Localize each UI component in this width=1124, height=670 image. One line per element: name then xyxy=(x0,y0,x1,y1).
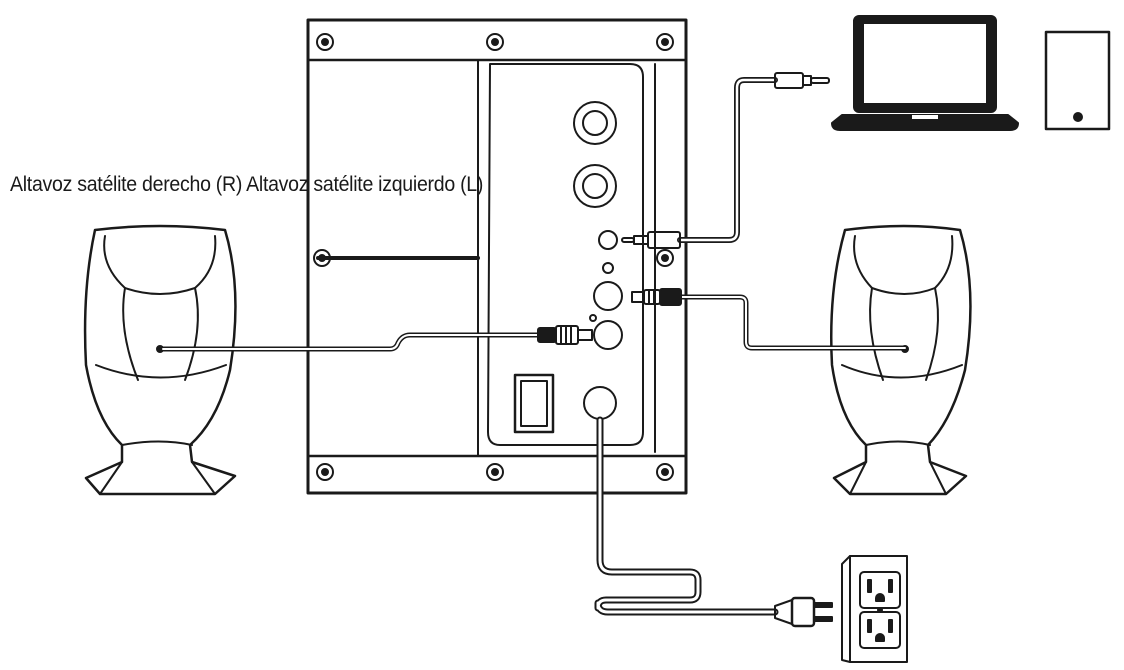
laptop-icon xyxy=(831,15,1019,131)
left-speaker-cable xyxy=(631,288,908,351)
screw-icon xyxy=(313,33,674,481)
speaker-caption: Altavoz satélite derecho (R) Altavoz sat… xyxy=(10,173,484,196)
satellite-speaker-left xyxy=(830,224,972,496)
laptop-audio-cable xyxy=(621,72,830,249)
power-plug-icon xyxy=(774,596,833,628)
desktop-tower-icon xyxy=(1044,30,1111,131)
right-speaker-cable xyxy=(160,325,593,352)
connector-panel xyxy=(487,63,656,453)
subwoofer-rear-panel xyxy=(306,18,688,495)
wall-outlet-icon xyxy=(841,555,908,663)
satellite-speaker-right xyxy=(83,224,237,496)
power-cable xyxy=(594,416,779,616)
